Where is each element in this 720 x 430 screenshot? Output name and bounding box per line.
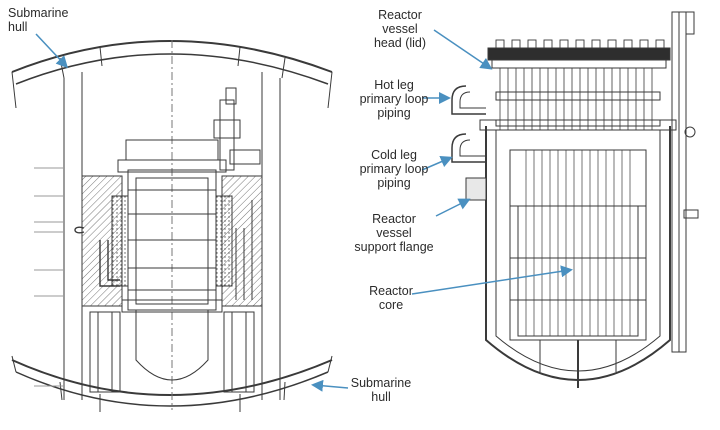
- arrow-sub-hull-bottom: [311, 379, 349, 392]
- arrow-sub-hull-top: [35, 33, 69, 69]
- arrow-reactor-core: [411, 265, 573, 295]
- label-submarine-hull-top: Submarine hull: [8, 6, 69, 34]
- arrow-support-flange: [435, 198, 471, 217]
- label-support-flange: Reactor vessel support flange: [354, 212, 434, 254]
- label-cold-leg-piping: Cold leg primary loop piping: [359, 148, 429, 190]
- label-reactor-core: Reactor core: [369, 284, 413, 312]
- submarine-section-drawing: [11, 40, 333, 412]
- label-submarine-hull-bottom: Submarine hull: [350, 376, 412, 404]
- reactor-vessel-cutaway: [451, 11, 699, 388]
- callout-arrows: [35, 29, 573, 392]
- label-reactor-vessel-head: Reactor vessel head (lid): [373, 8, 427, 50]
- arrow-cold-leg: [421, 156, 453, 171]
- label-hot-leg-piping: Hot leg primary loop piping: [359, 78, 429, 120]
- arrow-vessel-head: [433, 29, 493, 70]
